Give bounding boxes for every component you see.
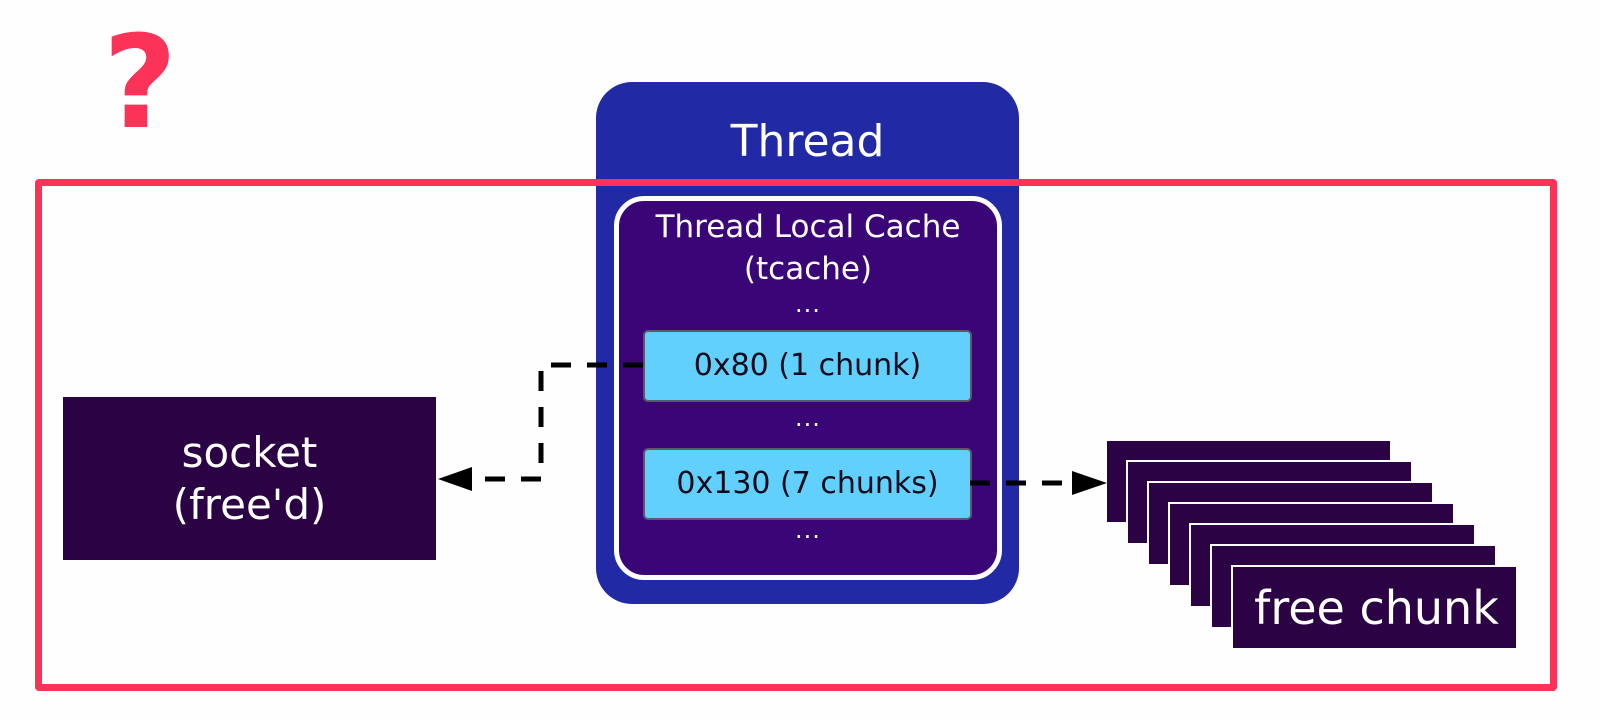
socket-label: socket <box>181 427 318 477</box>
tcache-bin-0x130: 0x130 (7 chunks) <box>643 448 972 520</box>
tcache-title: Thread Local Cache <box>655 209 961 245</box>
highlight-frame <box>35 179 1557 691</box>
socket-status: (free'd) <box>172 479 327 529</box>
tcache-subtitle: (tcache) <box>743 251 873 287</box>
free-chunk <box>1231 565 1518 650</box>
ellipsis-middle: ... <box>795 404 821 432</box>
thread-title: Thread <box>730 116 885 167</box>
connector-0x80-to-socket <box>470 362 643 482</box>
ellipsis-bottom: ... <box>795 516 821 544</box>
ellipsis-top: ... <box>795 290 821 318</box>
free-chunk-label: free chunk <box>1254 581 1499 635</box>
arrowhead-left-icon <box>438 467 472 491</box>
arrowhead-right-icon <box>1072 471 1107 495</box>
tcache-bin-0x80: 0x80 (1 chunk) <box>643 330 972 402</box>
question-mark-icon: ? <box>102 9 178 158</box>
socket-box: socket (free'd) <box>63 397 436 560</box>
